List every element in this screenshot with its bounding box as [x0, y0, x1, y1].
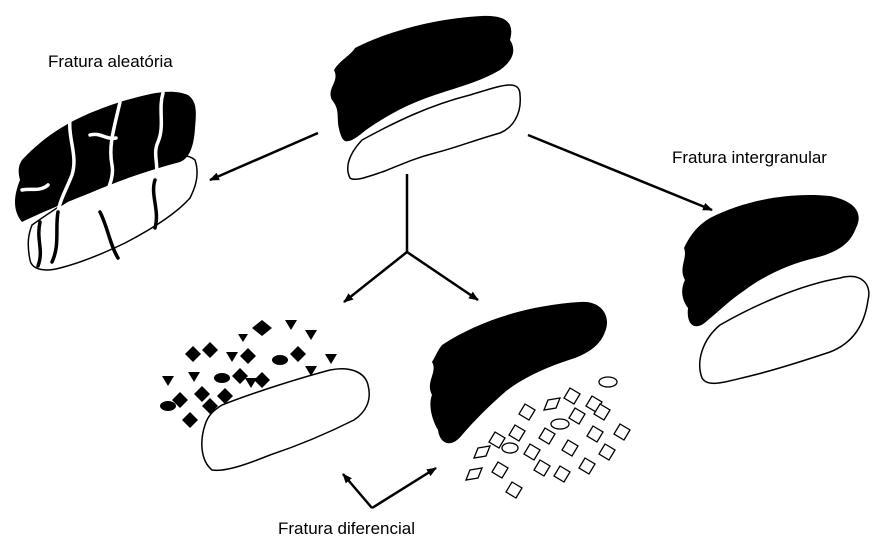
label-intergranular-fracture: Fratura intergranular: [672, 148, 827, 168]
arrow-to-differential-left: [344, 252, 407, 302]
label-random-fracture: Fratura aleatória: [48, 52, 173, 72]
arrow-to-differential-right: [407, 252, 478, 300]
arrow-to-intergranular: [528, 135, 712, 210]
arrow-to-random: [210, 133, 318, 180]
differential-left-white-grain: [202, 369, 369, 471]
differential-rock-right: [430, 302, 630, 498]
differential-rock-left: [160, 320, 369, 470]
arrows: [210, 133, 712, 508]
label-differential-fracture: Fratura diferencial: [278, 519, 415, 539]
intergranular-fracture-rock: [682, 195, 869, 383]
arrow-label-right: [372, 468, 436, 508]
arrow-label-left: [343, 474, 372, 508]
central-rock: [330, 16, 520, 179]
random-fracture-rock: [15, 92, 197, 270]
